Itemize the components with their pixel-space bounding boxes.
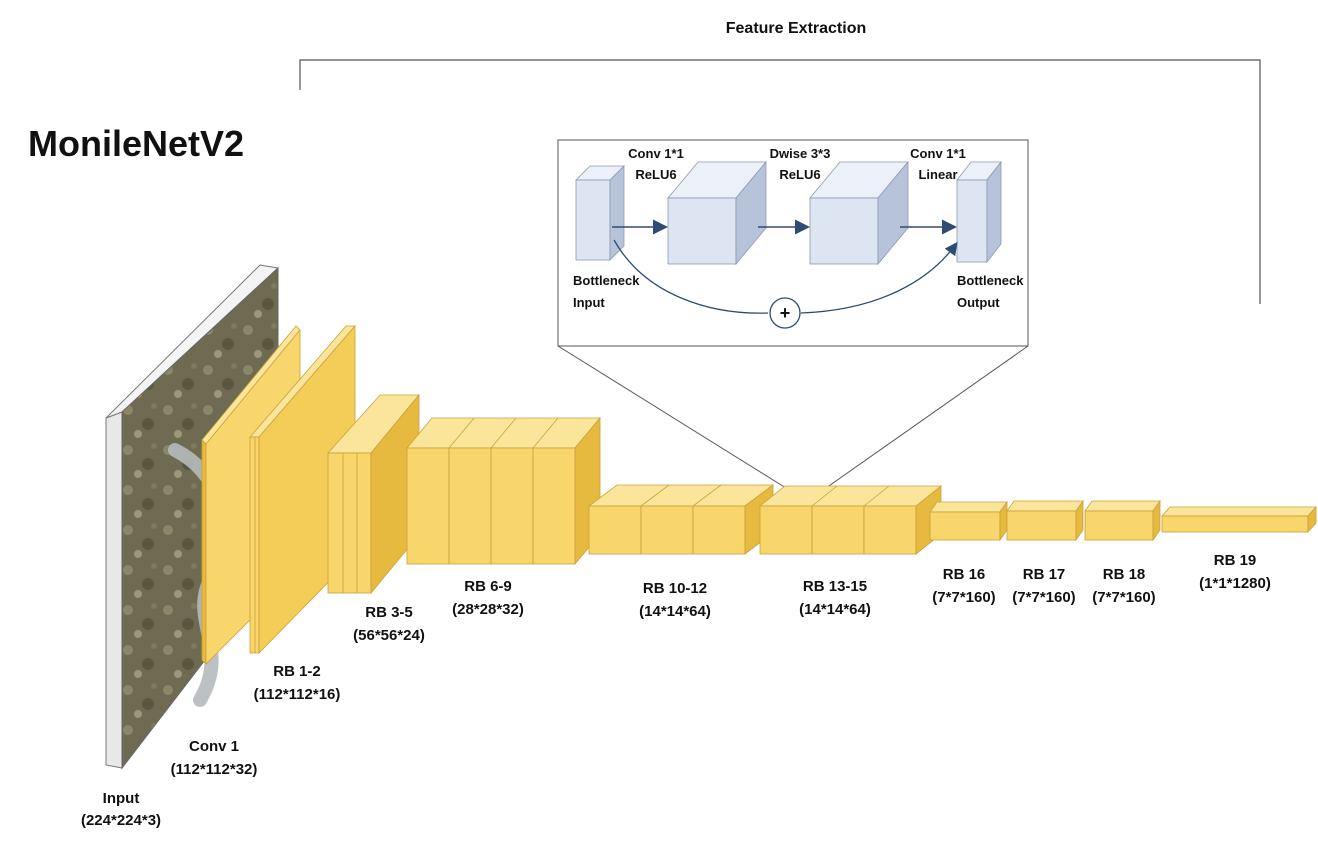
rb-13-15-block-front-face — [759, 505, 813, 555]
rb-10-12-block-divider — [692, 484, 722, 507]
inset-step2-line2: ReLU6 — [779, 167, 820, 182]
inset-step1-line1: Conv 1*1 — [628, 146, 684, 161]
rb-19-block-top-face — [1161, 506, 1317, 517]
diagram-title: MonileNetV2 — [28, 123, 244, 164]
rb-6-9-block-divider — [532, 417, 559, 449]
add-operator — [769, 297, 801, 329]
rb-18-block-top-face — [1084, 500, 1161, 512]
rb-13-15-block-divider — [863, 485, 890, 507]
rb-19-block — [1161, 505, 1317, 534]
rb-6-9-block-front-face — [532, 447, 576, 565]
rb-6-9-block-divider — [490, 417, 517, 449]
rb-6-9-block-front-face — [490, 447, 534, 565]
inset-output-line1: Bottleneck — [957, 273, 1024, 288]
layer-labels: Input (224*224*3) Conv 1 (112*112*32) RB… — [81, 552, 1271, 829]
inset-output-line2: Output — [957, 295, 1000, 310]
rb-10-12-block-divider — [640, 484, 670, 507]
label-rb10-12-name: RB 10-12 — [643, 580, 707, 597]
label-rb13-15-name: RB 13-15 — [803, 578, 867, 595]
label-rb6-9-name: RB 6-9 — [464, 578, 512, 595]
rb-17-block-top-face — [1006, 500, 1084, 512]
inset-step3-line2: Linear — [918, 167, 957, 182]
inset-input-line2: Input — [573, 295, 605, 310]
residual-curve-left — [613, 239, 769, 314]
rb-17-block-front-face — [1006, 510, 1077, 541]
rb-6-9-block-front-face — [406, 447, 450, 565]
label-rb3-5-dims: (56*56*24) — [353, 627, 425, 644]
inset-step3-line1: Conv 1*1 — [910, 146, 966, 161]
label-conv1-name: Conv 1 — [189, 738, 239, 755]
label-rb1-2-dims: (112*112*16) — [254, 686, 341, 703]
label-rb1-2-name: RB 1-2 — [273, 663, 321, 680]
rb-13-15-block-top-face — [758, 485, 943, 507]
label-rb18-name: RB 18 — [1103, 566, 1146, 583]
rb-19-block-side-face — [1307, 505, 1317, 534]
rb-13-15-block-front-face — [863, 505, 917, 555]
label-rb18-dims: (7*7*160) — [1092, 589, 1155, 606]
feature-extraction-bracket — [299, 59, 1261, 304]
add-symbol: + — [780, 303, 791, 323]
rb-13-15-block — [758, 485, 943, 555]
label-conv1-dims: (112*112*32) — [171, 761, 258, 778]
label-input-dims: (224*224*3) — [81, 812, 161, 829]
label-rb3-5-name: RB 3-5 — [365, 604, 413, 621]
rb-10-12-block-front-face — [692, 505, 746, 555]
inset-expand-block — [667, 160, 767, 266]
label-rb17-name: RB 17 — [1023, 566, 1066, 583]
label-rb6-9-dims: (28*28*32) — [452, 601, 524, 618]
inset-step2-line1: Dwise 3*3 — [770, 146, 831, 161]
rb-16-block-top-face — [929, 501, 1008, 513]
inset-input-block — [575, 165, 625, 261]
rb-18-block-front-face — [1084, 510, 1154, 541]
rb-16-block — [929, 500, 1008, 542]
zoom-line-right — [825, 345, 1029, 489]
label-rb13-15-dims: (14*14*64) — [799, 601, 871, 618]
label-input-name: Input — [103, 790, 140, 807]
label-rb10-12-dims: (14*14*64) — [639, 603, 711, 620]
rb-13-15-block-front-face — [811, 505, 865, 555]
inset-input-line1: Bottleneck — [573, 273, 640, 288]
rb-10-12-block-top-face — [587, 484, 775, 507]
label-rb16-dims: (7*7*160) — [932, 589, 995, 606]
rb-17-block-side-face — [1075, 499, 1084, 542]
rb-10-12-block — [587, 484, 775, 555]
rb-10-12-block-front-face — [640, 505, 694, 555]
rb-18-block — [1084, 499, 1161, 542]
bottleneck-inset: + Conv 1*1 ReLU6 Dwise 3*3 ReLU6 Conv 1*… — [557, 139, 1029, 347]
label-rb16-name: RB 16 — [943, 566, 986, 583]
feature-extraction-label: Feature Extraction — [726, 20, 866, 37]
rb-18-block-side-face — [1152, 499, 1161, 542]
rb-16-block-front-face — [929, 511, 1001, 541]
inset-output-block — [956, 160, 1002, 264]
label-rb19-dims: (1*1*1280) — [1199, 575, 1271, 592]
residual-curve-right — [800, 241, 958, 314]
rb-6-9-block-divider — [448, 417, 475, 449]
rb-13-15-block-divider — [811, 485, 838, 507]
rb-6-9-block — [406, 416, 601, 566]
rb-10-12-block-front-face — [588, 505, 642, 555]
inset-step1-line2: ReLU6 — [635, 167, 676, 182]
block-stacks — [406, 416, 1317, 566]
label-rb19-name: RB 19 — [1214, 552, 1257, 569]
zoom-line-left — [557, 345, 787, 489]
rb-19-block-front-face — [1161, 515, 1309, 533]
label-rb17-dims: (7*7*160) — [1012, 589, 1075, 606]
rb-6-9-block-front-face — [448, 447, 492, 565]
rb-17-block — [1006, 499, 1084, 542]
inset-dwise-block — [809, 160, 909, 266]
